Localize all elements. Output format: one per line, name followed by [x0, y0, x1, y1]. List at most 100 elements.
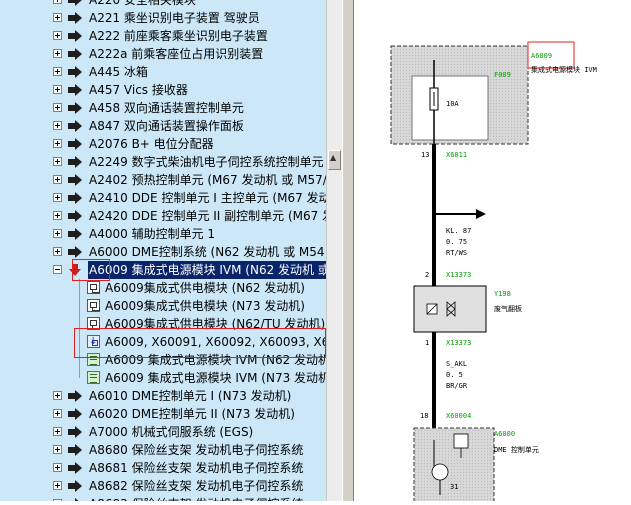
- tree-item-label: A6009, X60091, X60092, X60093, X6009: [105, 335, 326, 349]
- connector-x13373-in: X13373: [446, 271, 471, 279]
- tree-child-item[interactable]: A6009集成式供电模块 (N62 发动机): [0, 279, 326, 297]
- expand-toggle-icon[interactable]: [53, 193, 62, 202]
- expand-toggle-icon[interactable]: [53, 49, 62, 58]
- expand-toggle-icon[interactable]: [53, 499, 62, 501]
- wire-upper-signal: KL. 87: [446, 227, 471, 235]
- tree-item[interactable]: A7000 机械式伺服系统 (EGS): [0, 423, 326, 441]
- tree-item[interactable]: A2076 B+ 电位分配器: [0, 135, 326, 153]
- arrow-right-icon: [68, 138, 82, 150]
- tree-child-item[interactable]: A6009 集成式电源模块 IVM (N73 发动机): [0, 369, 326, 387]
- tree-item[interactable]: A8680 保险丝支架 发动机电子伺控系统: [0, 441, 326, 459]
- tree-item[interactable]: A458 双向通话装置控制单元: [0, 99, 326, 117]
- tree-child-item[interactable]: A6009集成式供电模块 (N62/TU 发动机): [0, 315, 326, 333]
- expand-toggle-icon[interactable]: [53, 247, 62, 256]
- tree-child-item[interactable]: A6009 集成式电源模块 IVM (N62 发动机): [0, 351, 326, 369]
- fuse-rating: 10A: [446, 100, 459, 108]
- expand-toggle-icon[interactable]: [53, 229, 62, 238]
- tree-item[interactable]: A6000 DME控制系统 (N62 发动机 或 M54 发: [0, 243, 326, 261]
- tree-item[interactable]: A8681 保险丝支架 发动机电子伺控系统: [0, 459, 326, 477]
- expand-toggle-icon[interactable]: [53, 121, 62, 130]
- tree-item[interactable]: A457 Vics 接收器: [0, 81, 326, 99]
- expand-toggle-icon[interactable]: [53, 175, 62, 184]
- schematic-doc-icon: [87, 317, 100, 330]
- branch-arrow-icon: [476, 209, 486, 219]
- scrollbar-thumb[interactable]: [328, 150, 341, 170]
- wiring-diagram: A6009 集成式电源模块 IVM F009 10A 13 X6011 KL. …: [390, 41, 597, 505]
- tree-item[interactable]: A8683 保险丝支架 发动机电子伺控系统: [0, 495, 326, 501]
- expand-toggle-icon[interactable]: [53, 13, 62, 22]
- highlight-box-connector-node: [74, 328, 326, 358]
- valve-y198-box[interactable]: [413, 285, 487, 333]
- tree-child-item[interactable]: A6009, X60091, X60092, X60093, X6009: [0, 333, 326, 351]
- tree-item-label: A222a 前乘客座位占用识别装置: [89, 47, 264, 61]
- arrow-right-icon: [68, 426, 82, 438]
- expand-toggle-icon[interactable]: [53, 211, 62, 220]
- expand-toggle-icon[interactable]: [53, 0, 62, 4]
- arrow-right-icon: [68, 444, 82, 456]
- tree-item-label: A2402 预热控制单元 (M67 发动机 或 M57/TU: [89, 173, 326, 187]
- tree-item-label: A6020 DME控制单元 II (N73 发动机): [89, 407, 295, 421]
- expand-toggle-icon[interactable]: [53, 409, 62, 418]
- arrow-right-icon: [68, 192, 82, 204]
- pin-1: 1: [425, 339, 429, 347]
- pin-2: 2: [425, 271, 429, 279]
- tree-item[interactable]: A6010 DME控制单元 I (N73 发动机): [0, 387, 326, 405]
- expand-toggle-icon[interactable]: [53, 463, 62, 472]
- tree-item-label: A221 乘坐识别电子装置 驾驶员: [89, 11, 260, 25]
- module-a6000-id: A6000: [494, 430, 515, 438]
- expand-toggle-icon[interactable]: [53, 31, 62, 40]
- tree-item-label: A6000 DME控制系统 (N62 发动机 或 M54 发: [89, 245, 326, 259]
- arrow-right-icon: [68, 84, 82, 96]
- arrow-right-icon: [68, 156, 82, 168]
- expand-toggle-icon[interactable]: [53, 67, 62, 76]
- arrow-right-icon: [68, 390, 82, 402]
- connector-x60004: X60004: [446, 412, 471, 420]
- tree-item[interactable]: A2410 DDE 控制单元 I 主控单元 (M67 发动机: [0, 189, 326, 207]
- fuse-id: F009: [494, 71, 511, 79]
- tree-item-label: A4000 辅助控制单元 1: [89, 227, 216, 241]
- tree-item[interactable]: A222a 前乘客座位占用识别装置: [0, 45, 326, 63]
- module-a6009-id: A6009: [531, 52, 552, 60]
- expand-toggle-icon[interactable]: [53, 139, 62, 148]
- tree-item-label: A8680 保险丝支架 发动机电子伺控系统: [89, 443, 304, 457]
- arrow-right-icon: [68, 408, 82, 420]
- arrow-right-icon: [68, 462, 82, 474]
- tree-item[interactable]: A445 冰箱: [0, 63, 326, 81]
- tree-item[interactable]: A220 安全相关模块: [0, 0, 326, 9]
- expand-toggle-icon[interactable]: [53, 427, 62, 436]
- tree-item[interactable]: A847 双向通话装置操作面板: [0, 117, 326, 135]
- valve-name: 废气翻板: [494, 304, 522, 313]
- expand-toggle-icon[interactable]: [53, 445, 62, 454]
- tree-item-label: A8683 保险丝支架 发动机电子伺控系统: [88, 495, 304, 501]
- tree-child-item[interactable]: A6009集成式供电模块 (N73 发动机): [0, 297, 326, 315]
- pin-18: 18: [420, 412, 428, 420]
- tree-item-label: A222 前座乘客乘坐识别电子装置: [89, 29, 268, 43]
- tree-vertical-scrollbar[interactable]: [326, 0, 342, 501]
- pin-13: 13: [421, 151, 429, 159]
- arrow-right-icon: [68, 498, 79, 501]
- expand-toggle-icon[interactable]: [53, 157, 62, 166]
- expand-toggle-icon[interactable]: [53, 85, 62, 94]
- tree-item[interactable]: A2420 DDE 控制单元 II 副控制单元 (M67 发动: [0, 207, 326, 225]
- expand-toggle-icon[interactable]: [53, 391, 62, 400]
- tree-item[interactable]: A4000 辅助控制单元 1: [0, 225, 326, 243]
- tree-item-label: A6009 集成式电源模块 IVM (N73 发动机): [105, 371, 326, 385]
- collapse-toggle-icon[interactable]: [53, 265, 62, 274]
- tree-item[interactable]: A6009 集成式电源模块 IVM (N62 发动机 或 N: [0, 261, 326, 279]
- connector-x6011: X6011: [446, 151, 467, 159]
- expand-toggle-icon[interactable]: [53, 103, 62, 112]
- component-list-icon: [87, 353, 100, 366]
- tree-item[interactable]: A222 前座乘客乘坐识别电子装置: [0, 27, 326, 45]
- arrow-right-icon: [68, 102, 82, 114]
- tree-item[interactable]: A8682 保险丝支架 发动机电子伺控系统: [0, 477, 326, 495]
- arrow-right-icon: [68, 480, 82, 492]
- panel-splitter[interactable]: [342, 0, 354, 501]
- tree-item-label: A6009集成式供电模块 (N62/TU 发动机): [105, 317, 326, 331]
- tree-item[interactable]: A2249 数字式柴油机电子伺控系统控制单元 (: [0, 153, 326, 171]
- highlight-box-selected-node: [72, 259, 110, 281]
- tree-item-label: A445 冰箱: [89, 65, 148, 79]
- expand-toggle-icon[interactable]: [53, 481, 62, 490]
- tree-item[interactable]: A221 乘坐识别电子装置 驾驶员: [0, 9, 326, 27]
- tree-item[interactable]: A2402 预热控制单元 (M67 发动机 或 M57/TU: [0, 171, 326, 189]
- tree-item[interactable]: A6020 DME控制单元 II (N73 发动机): [0, 405, 326, 423]
